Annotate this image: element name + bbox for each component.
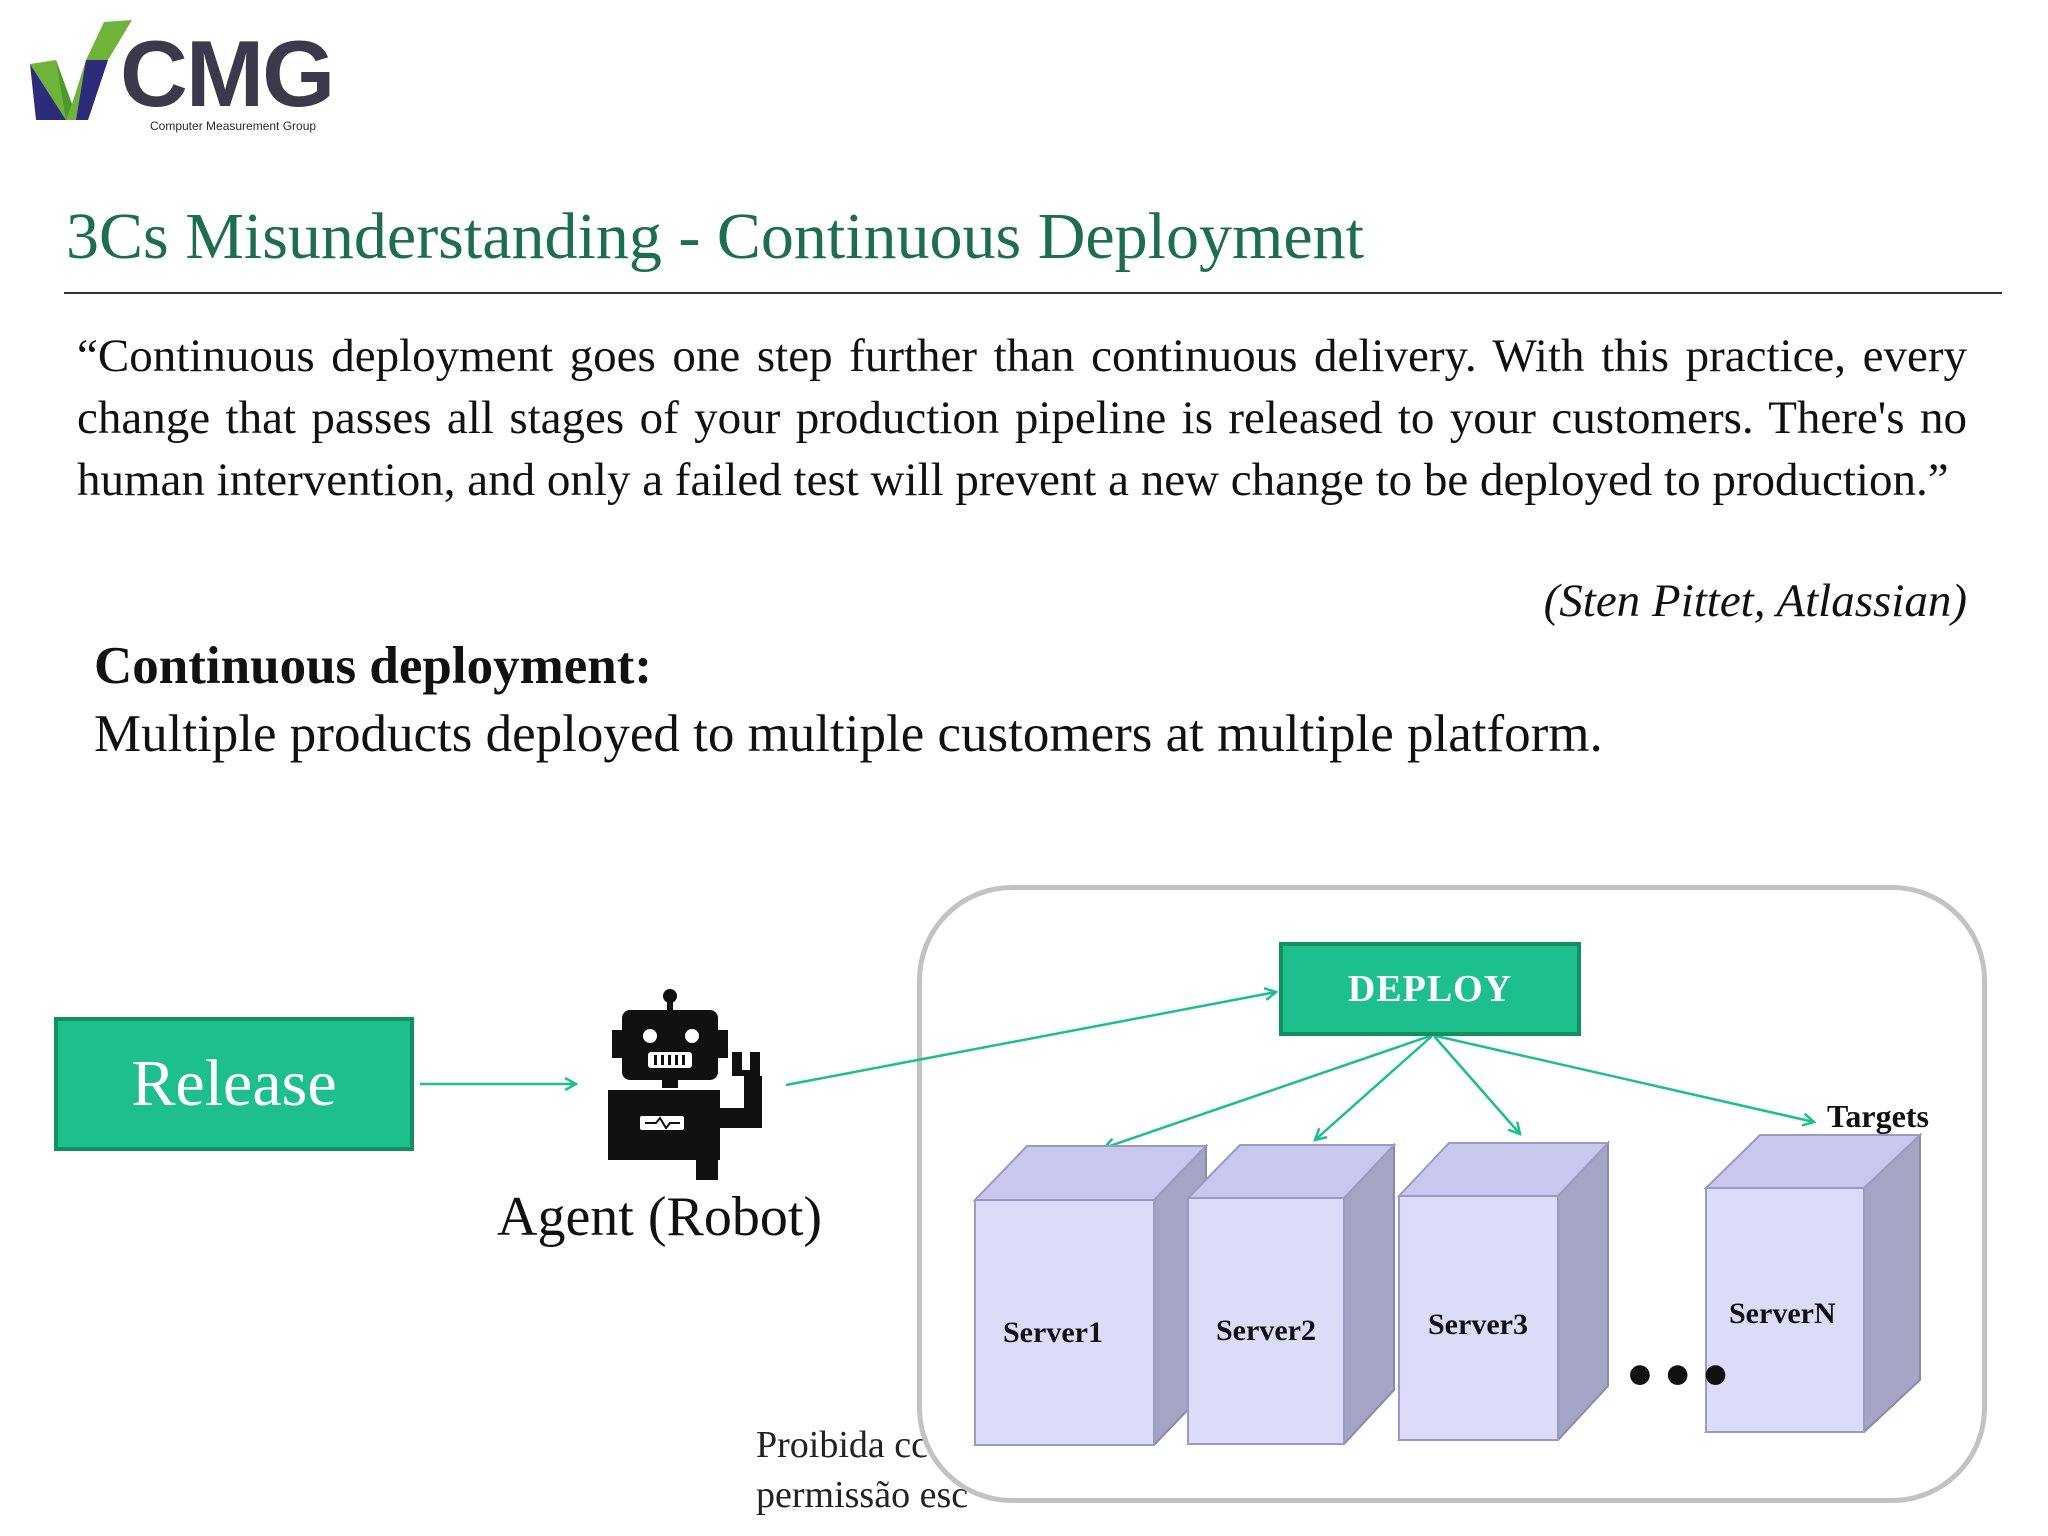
servern-box [1703,1132,1923,1433]
cmg-logo-mark-icon [30,20,132,120]
server2-label: Server2 [1216,1314,1316,1347]
footer-line-2: permissão esc [756,1474,969,1516]
page-title: 3Cs Misunderstanding - Continuous Deploy… [66,200,1364,273]
quote-attribution: (Sten Pittet, Atlassian) [1543,575,1967,627]
quote-text: “Continuous deployment goes one step fur… [77,330,1967,506]
servern-label: ServerN [1729,1297,1836,1330]
footer-line-1: Proibida cc [756,1424,929,1466]
title-divider [64,292,2002,294]
server1-label: Server1 [1003,1316,1103,1349]
cmg-logo: CMG Computer Measurement Group [26,20,366,133]
footer-notice: Proibida cc permissão esc [756,1420,968,1520]
definition-heading: Continuous deployment: [94,637,653,695]
deploy-to-servern-arrow [1435,1034,1814,1122]
targets-label: Targets [1827,1098,1929,1134]
release-box: Release [54,1017,414,1151]
logo-wordmark: CMG [120,21,335,126]
server3-box [1396,1140,1611,1441]
definition-body: Multiple products deployed to multiple c… [94,705,1603,763]
server1-box [972,1143,1209,1446]
robot-icon [608,989,762,1180]
deploy-box: DEPLOY [1279,942,1581,1036]
server3-label: Server3 [1428,1308,1528,1341]
deploy-to-server1-arrow [1104,1034,1431,1148]
logo-subtitle: Computer Measurement Group [150,119,317,133]
agent-label: Agent (Robot) [497,1186,823,1248]
more-servers-ellipsis: ••• [1622,1345,1736,1410]
deploy-to-server2-arrow [1315,1035,1433,1140]
server2-box [1185,1142,1397,1445]
deploy-to-server3-arrow [1433,1035,1520,1134]
agent-to-deploy-arrow [785,992,1276,1087]
